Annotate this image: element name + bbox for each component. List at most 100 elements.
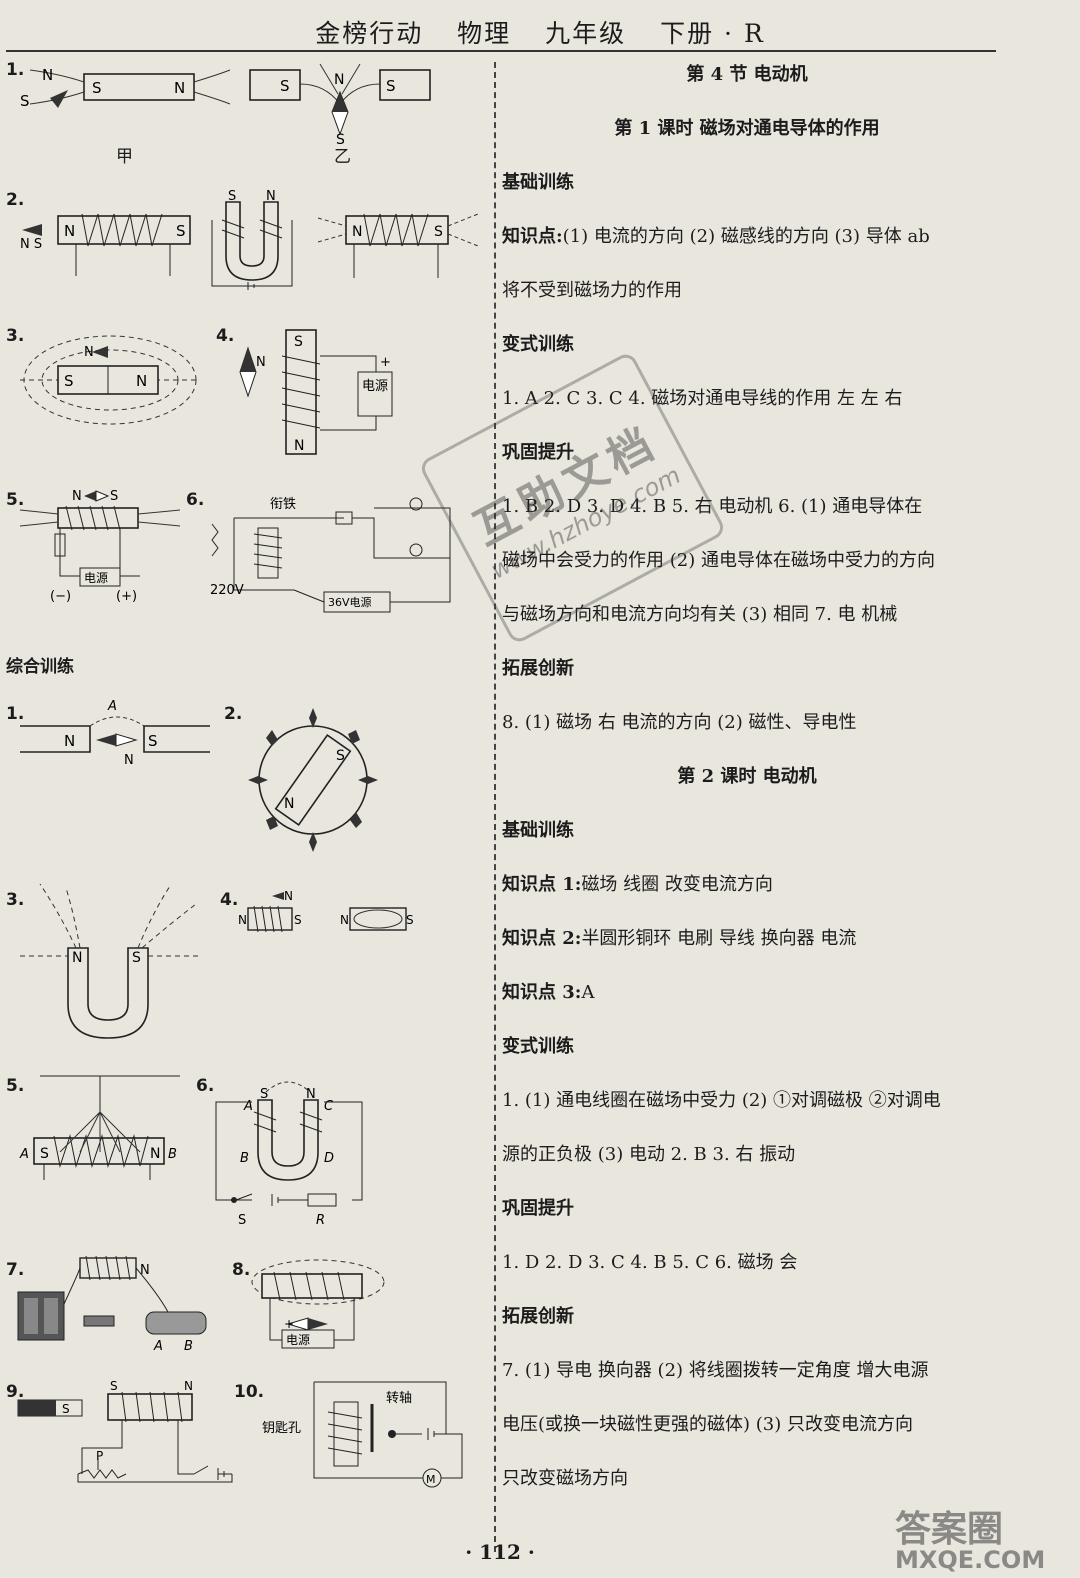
svg-text:S: S [228,189,236,204]
q1-yi-label: 乙 [334,147,351,167]
svg-text:N: N [340,913,349,927]
figure-c10: 钥匙孔 转轴 M [262,1381,463,1488]
l1-con-heading: 巩固提升 [502,442,574,463]
l1-con-text2: 磁场中会受力的作用 (2) 通电导体在磁场中受力的方向 [502,550,935,571]
svg-text:S: S [294,913,302,927]
svg-text:S: S [62,1402,70,1416]
svg-text:N: N [64,732,75,750]
lesson2-title: 第 2 课时 电动机 [677,766,817,787]
l2-kp1-text: 磁场 线圈 改变电流方向 [581,874,773,895]
l2-kp2-line: 知识点 2:半圆形铜环 电刷 导线 换向器 电流 [502,924,992,978]
svg-text:S: S [40,1146,49,1162]
q2-number: 2. [6,190,25,210]
l2-kp2-label: 知识点 2: [502,928,582,949]
corner-watermark: 答案圈 [895,1509,1004,1550]
svg-text:D: D [324,1151,334,1166]
fig-c10-motor: M [426,1473,436,1486]
figure-4: N SN 电源 + [239,329,393,455]
page-number: · 112 · [465,1540,535,1564]
svg-text:N: N [256,355,266,370]
svg-text:S: S [132,950,141,966]
q5-number: 5. [6,490,25,510]
c6-number: 6. [196,1076,215,1096]
comprehensive-heading: 综合训练 [6,657,74,677]
svg-text:S: S [434,224,443,240]
l1-con-text3: 与磁场方向和电流方向均有关 (3) 相同 7. 电 机械 [502,604,898,625]
fig6-220v: 220V [210,583,244,598]
svg-text:N: N [184,1379,193,1393]
l2-kp3-line: 知识点 3:A [502,978,992,1032]
svg-text:S: S [238,1213,246,1228]
svg-text:N: N [284,796,294,812]
l2-ext-text3: 只改变磁场方向 [502,1468,628,1489]
l2-kp1-line: 知识点 1:磁场 线圈 改变电流方向 [502,870,992,924]
svg-text:N: N [140,1263,150,1278]
book-title: 金榜行动 [315,19,424,48]
figure-c2: SN [248,708,378,852]
fig-c10-keyhole: 钥匙孔 [262,1421,301,1436]
q1-number: 1. [6,60,25,80]
l2-con-text: 1. D 2. D 3. C 4. B 5. C 6. 磁场 会 [502,1252,798,1273]
l1-ext-heading: 拓展创新 [502,658,574,679]
volume: 下册 · R [660,19,765,48]
c7-number: 7. [6,1260,25,1280]
l1-var-text: 1. A 2. C 3. C 4. 磁场对通电导线的作用 左 左 右 [502,388,903,409]
svg-text:S: S [406,913,414,927]
q3-number: 3. [6,326,25,346]
c9-number: 9. [6,1382,25,1402]
svg-text:N: N [72,489,82,504]
l2-var-heading: 变式训练 [502,1036,574,1057]
l1-kp-text: (1) 电流的方向 (2) 磁感线的方向 (3) 导体 ab [562,226,930,247]
svg-text:+: + [284,1317,294,1331]
svg-text:N: N [306,1087,316,1102]
svg-text:B: B [240,1151,249,1166]
l1-kp-text2: 将不受到磁场力的作用 [502,280,682,301]
figure-1-yi: S S NS [249,63,431,148]
svg-text:+: + [380,355,391,370]
svg-text:N: N [238,913,247,927]
c4-number: 4. [220,890,239,910]
svg-text:N: N [64,222,75,240]
svg-text:P: P [96,1449,103,1463]
svg-text:A: A [243,1099,253,1114]
svg-text:S: S [110,1379,118,1393]
fig-c10-shaft: 转轴 [386,1391,412,1406]
column-divider [494,62,496,1552]
c2-number: 2. [224,704,243,724]
svg-text:S: S [110,489,118,504]
l1-kp-label: 知识点: [502,226,563,247]
fig6-36v: 36V电源 [328,595,372,609]
fig6-armature: 衔铁 [270,497,296,512]
svg-text:C: C [324,1099,334,1114]
svg-text:S: S [294,334,303,350]
svg-text:S: S [280,77,290,95]
lesson1-title: 第 1 课时 磁场对通电导体的作用 [614,118,880,139]
l1-ext-text: 8. (1) 磁场 右 电流的方向 (2) 磁性、导电性 [502,712,857,733]
l2-kp3-text: A [581,982,595,1003]
svg-text:A: A [153,1339,163,1354]
svg-text:A: A [19,1147,29,1162]
fig5-minus: (−) [50,589,71,604]
svg-text:A: A [107,699,117,714]
svg-text:N: N [72,950,82,966]
l2-basic-heading: 基础训练 [502,820,574,841]
svg-text:N: N [136,372,147,390]
c1-number: 1. [6,704,25,724]
svg-text:N: N [352,224,362,240]
svg-text:N: N [174,79,185,97]
svg-text:S: S [64,372,74,390]
svg-text:S: S [336,132,345,148]
l2-ext-text1: 7. (1) 导电 换向器 (2) 将线圈拨转一定角度 增大电源 [502,1360,929,1381]
svg-text:B: B [168,1147,177,1162]
svg-text:N: N [84,345,94,360]
l2-var-text1: 1. (1) 通电线圈在磁场中受力 (2) ①对调磁极 ②对调电 [502,1090,941,1111]
q1-jia-label: 甲 [116,147,133,167]
